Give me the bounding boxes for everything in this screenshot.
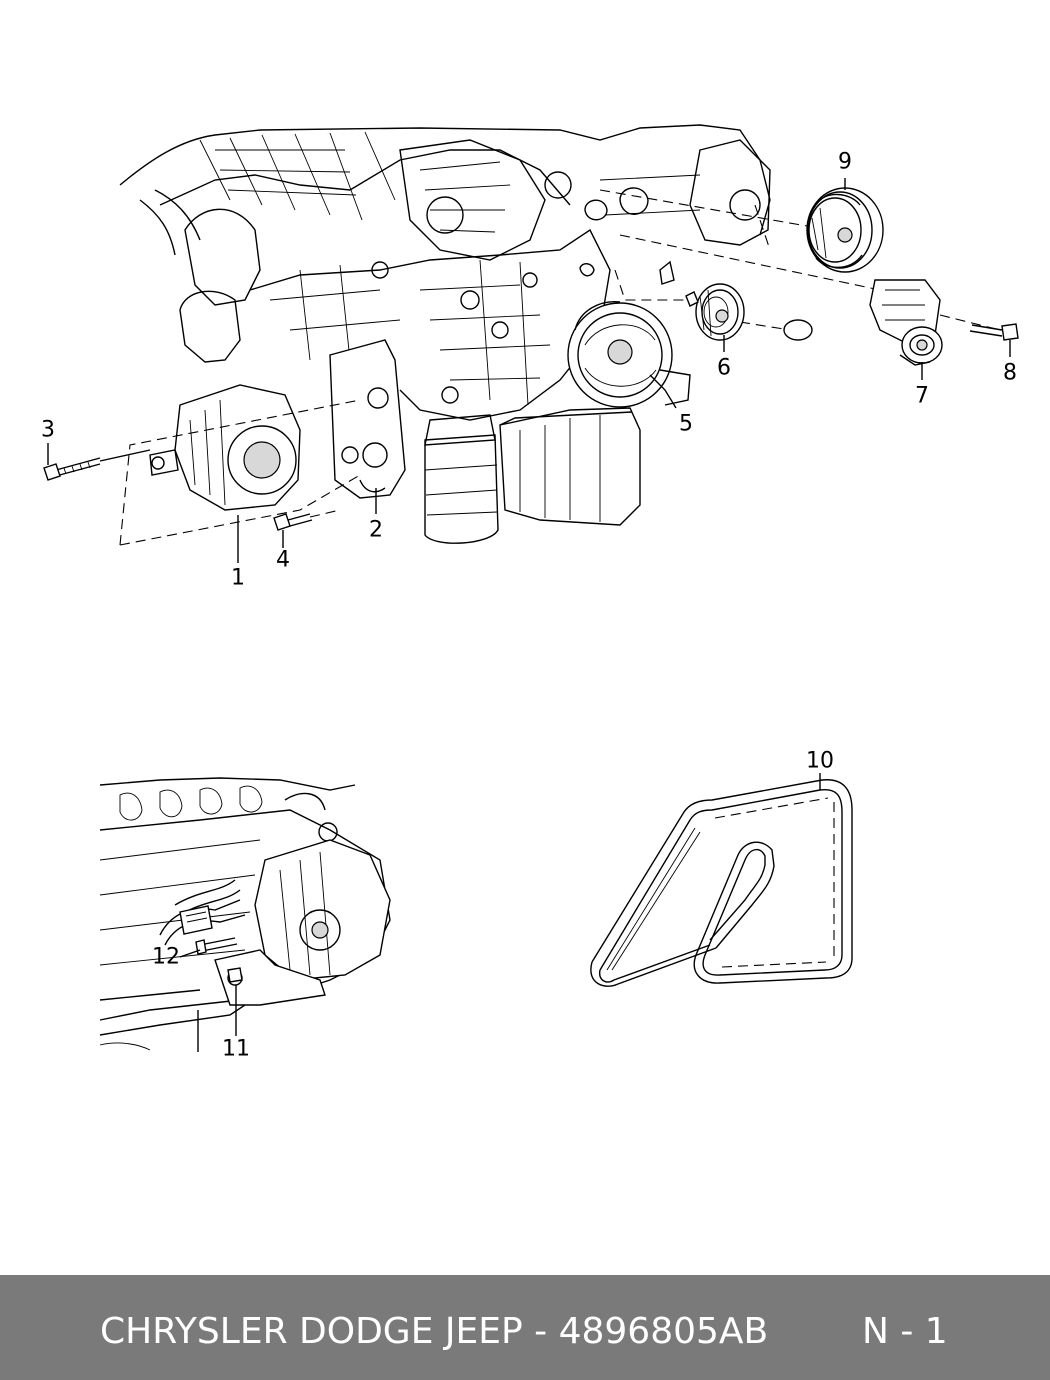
engine-block-illustration	[43, 124, 1019, 546]
callout-8: 8	[1003, 360, 1017, 386]
part-number-title: CHRYSLER DODGE JEEP - 4896805AB	[100, 1311, 769, 1352]
callout-4: 4	[276, 547, 290, 573]
callout-6: 6	[717, 355, 731, 381]
compressor-detail-illustration	[99, 777, 391, 1052]
callout-11: 11	[222, 1036, 250, 1062]
callout-7: 7	[915, 383, 929, 409]
callout-9: 9	[838, 149, 852, 175]
callout-10: 10	[806, 748, 834, 774]
callout-2: 2	[369, 517, 383, 543]
callout-leaders	[47, 178, 1011, 1036]
callout-5: 5	[679, 411, 693, 437]
parts-diagram	[43, 124, 1019, 1052]
footer-bar: CHRYSLER DODGE JEEP - 4896805AB N - 1	[0, 1275, 1050, 1380]
callout-1: 1	[231, 565, 245, 591]
page-indicator: N - 1	[862, 1311, 948, 1352]
callout-12: 12	[152, 944, 180, 970]
serpentine-belt-illustration	[590, 779, 853, 987]
callout-3: 3	[41, 417, 55, 443]
